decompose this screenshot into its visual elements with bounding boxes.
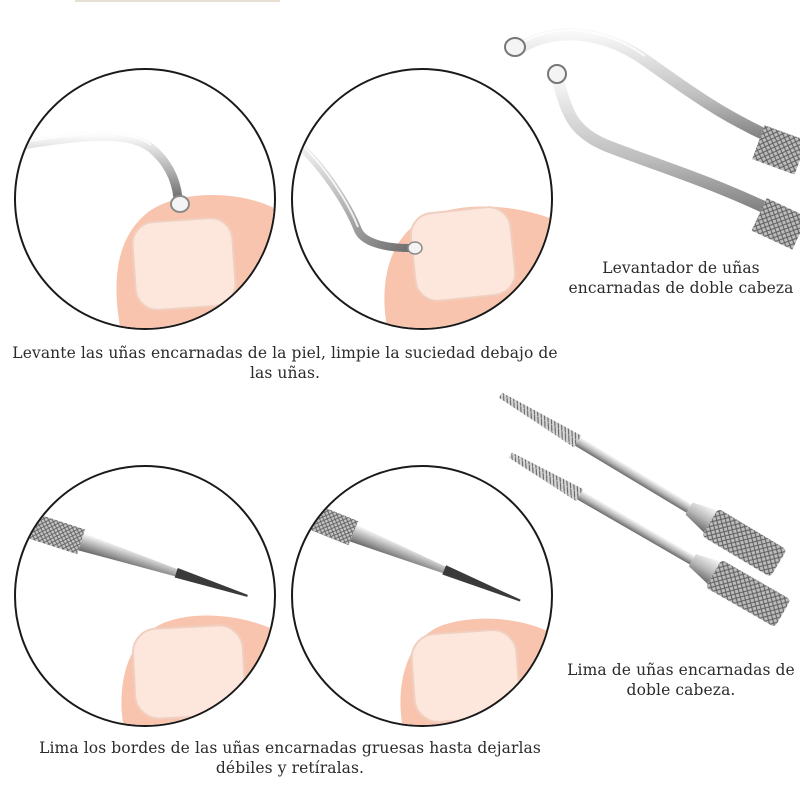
top-right-caption: Levantador de uñas encarnadas de doble c… [568,259,794,297]
toe-nail-icon [16,131,274,328]
top-decorative-stripe [75,0,280,2]
lifter-demo-circle-1 [14,68,276,330]
lifter-tool-icon [495,20,800,265]
toe-nail-icon [16,507,274,725]
file-demo-circle-1 [14,465,276,727]
bottom-right-caption: Lima de uñas encarnadas de doble cabeza. [567,661,795,699]
bottom-left-caption: Lima los bordes de las uñas encarnadas g… [39,739,541,777]
top-left-caption: Levante las uñas encarnadas de la piel, … [12,344,558,382]
file-tool-icon [495,388,800,638]
lifter-demo-circle-2 [291,68,553,330]
